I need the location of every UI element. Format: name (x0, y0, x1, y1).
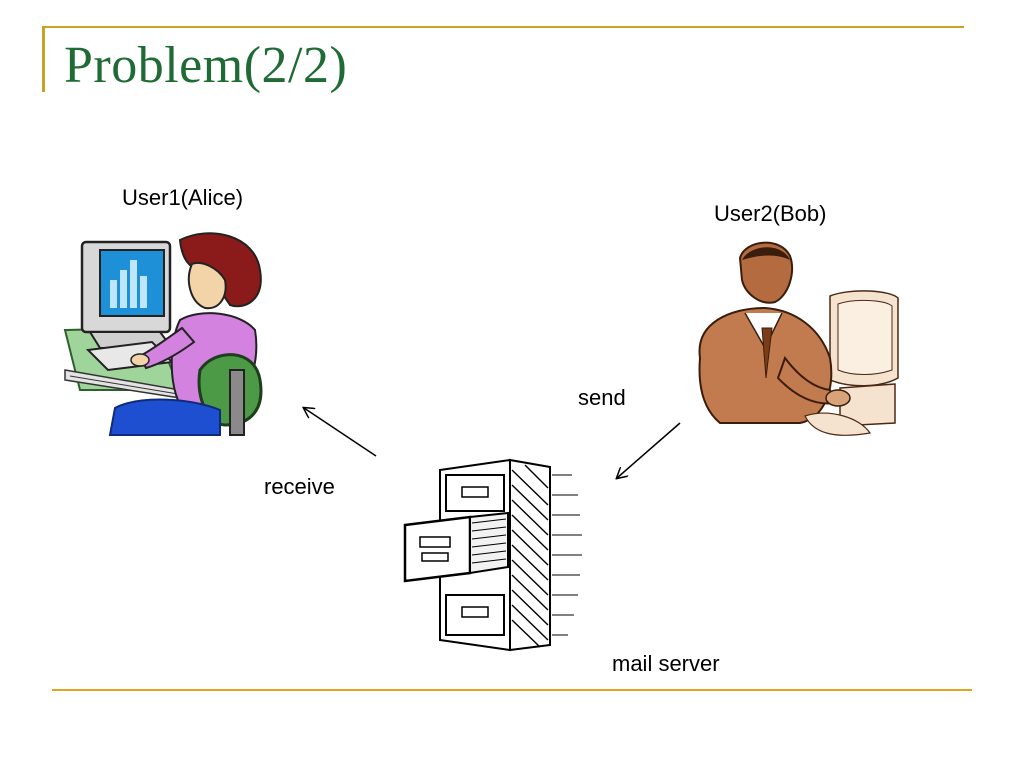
send-label: send (578, 385, 626, 410)
receive-arrow (304, 408, 377, 457)
user1-label: User1(Alice) (122, 185, 244, 210)
bob-computer-illustration (690, 238, 900, 443)
mail-server-label: mail server (612, 651, 720, 676)
title-accent-horizontal-rule (42, 26, 964, 28)
alice-computer-illustration (60, 230, 270, 440)
send-arrow (617, 422, 681, 478)
user2-label: User2(Bob) (714, 201, 827, 226)
mail-server-cabinet-illustration (400, 455, 590, 655)
receive-label: receive (264, 474, 335, 499)
slide-title: Problem(2/2) (64, 37, 348, 94)
title-accent-vertical-rule (42, 26, 45, 92)
footer-rule (52, 689, 972, 691)
